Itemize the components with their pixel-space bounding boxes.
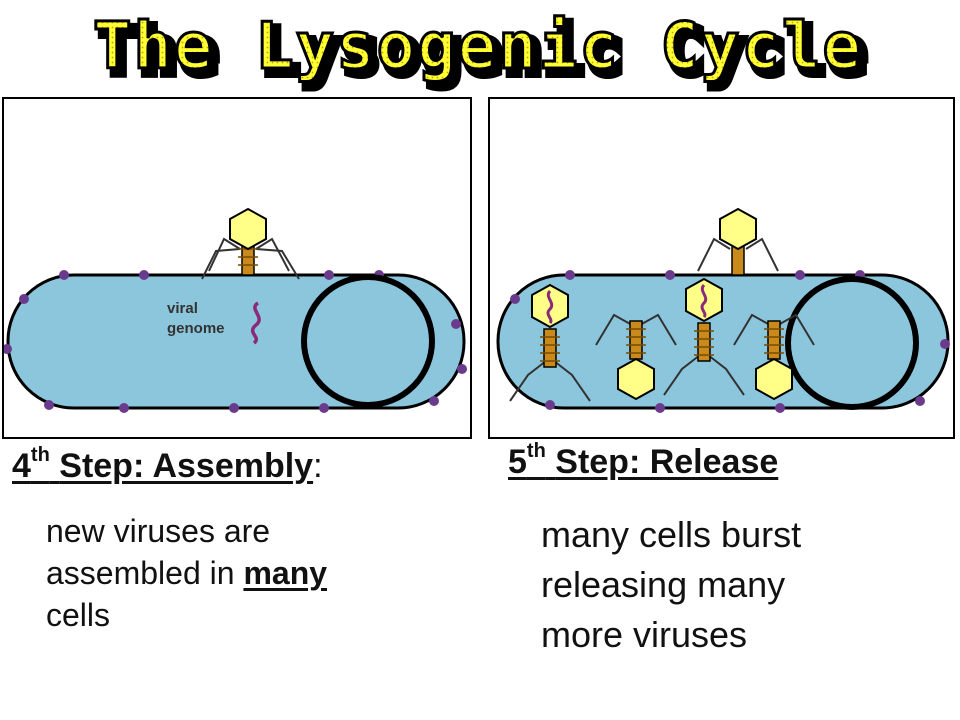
step-4-desc-line-2: assembled in many: [46, 552, 327, 594]
title-banner: The Lysogenic Cycle The Lysogenic Cycle: [91, 9, 871, 95]
step-4-colon: :: [313, 447, 323, 485]
title-shadow: The Lysogenic Cycle: [99, 16, 869, 90]
step-5-description: many cells burst releasing many more vir…: [541, 510, 801, 660]
step-4-label: Step: Assembly: [59, 447, 314, 485]
step-4-suffix: th: [30, 443, 50, 466]
viral-genome-icon: [250, 301, 261, 345]
release-panel: [488, 97, 955, 439]
step-5-suffix: th: [526, 439, 546, 462]
assembly-panel: viral genome: [2, 97, 472, 439]
bacteriophage-icon: [697, 207, 779, 276]
step-5-number: 5: [508, 443, 527, 481]
bacterial-chromosome: [301, 274, 435, 408]
step-4-number: 4: [12, 447, 31, 485]
step-4-heading: 4th Step: Assembly:: [12, 443, 323, 486]
bacterial-cell: [6, 273, 466, 410]
page-title: The Lysogenic Cycle: [93, 10, 863, 84]
step-4-description: new viruses are assembled in many cells: [46, 510, 327, 636]
bacterial-chromosome: [785, 276, 919, 410]
step-4-desc-line-3: cells: [46, 597, 111, 633]
step-5-desc-line-2: releasing many: [541, 564, 786, 605]
step-5-label: Step: Release: [555, 443, 779, 481]
step-4-emphasis: many: [243, 555, 328, 591]
step-5-heading: 5th Step: Release: [508, 439, 779, 482]
genome-label: genome: [167, 320, 225, 337]
step-4-desc-line-1: new viruses are: [46, 513, 271, 549]
step-5-desc-line-1: many cells burst: [541, 514, 802, 555]
viral-label: viral: [167, 300, 198, 317]
step-5-desc-line-3: more viruses: [541, 614, 748, 655]
step-4-desc-line-2-text: assembled in: [46, 555, 244, 591]
bacteriophage-icon: [201, 207, 300, 280]
